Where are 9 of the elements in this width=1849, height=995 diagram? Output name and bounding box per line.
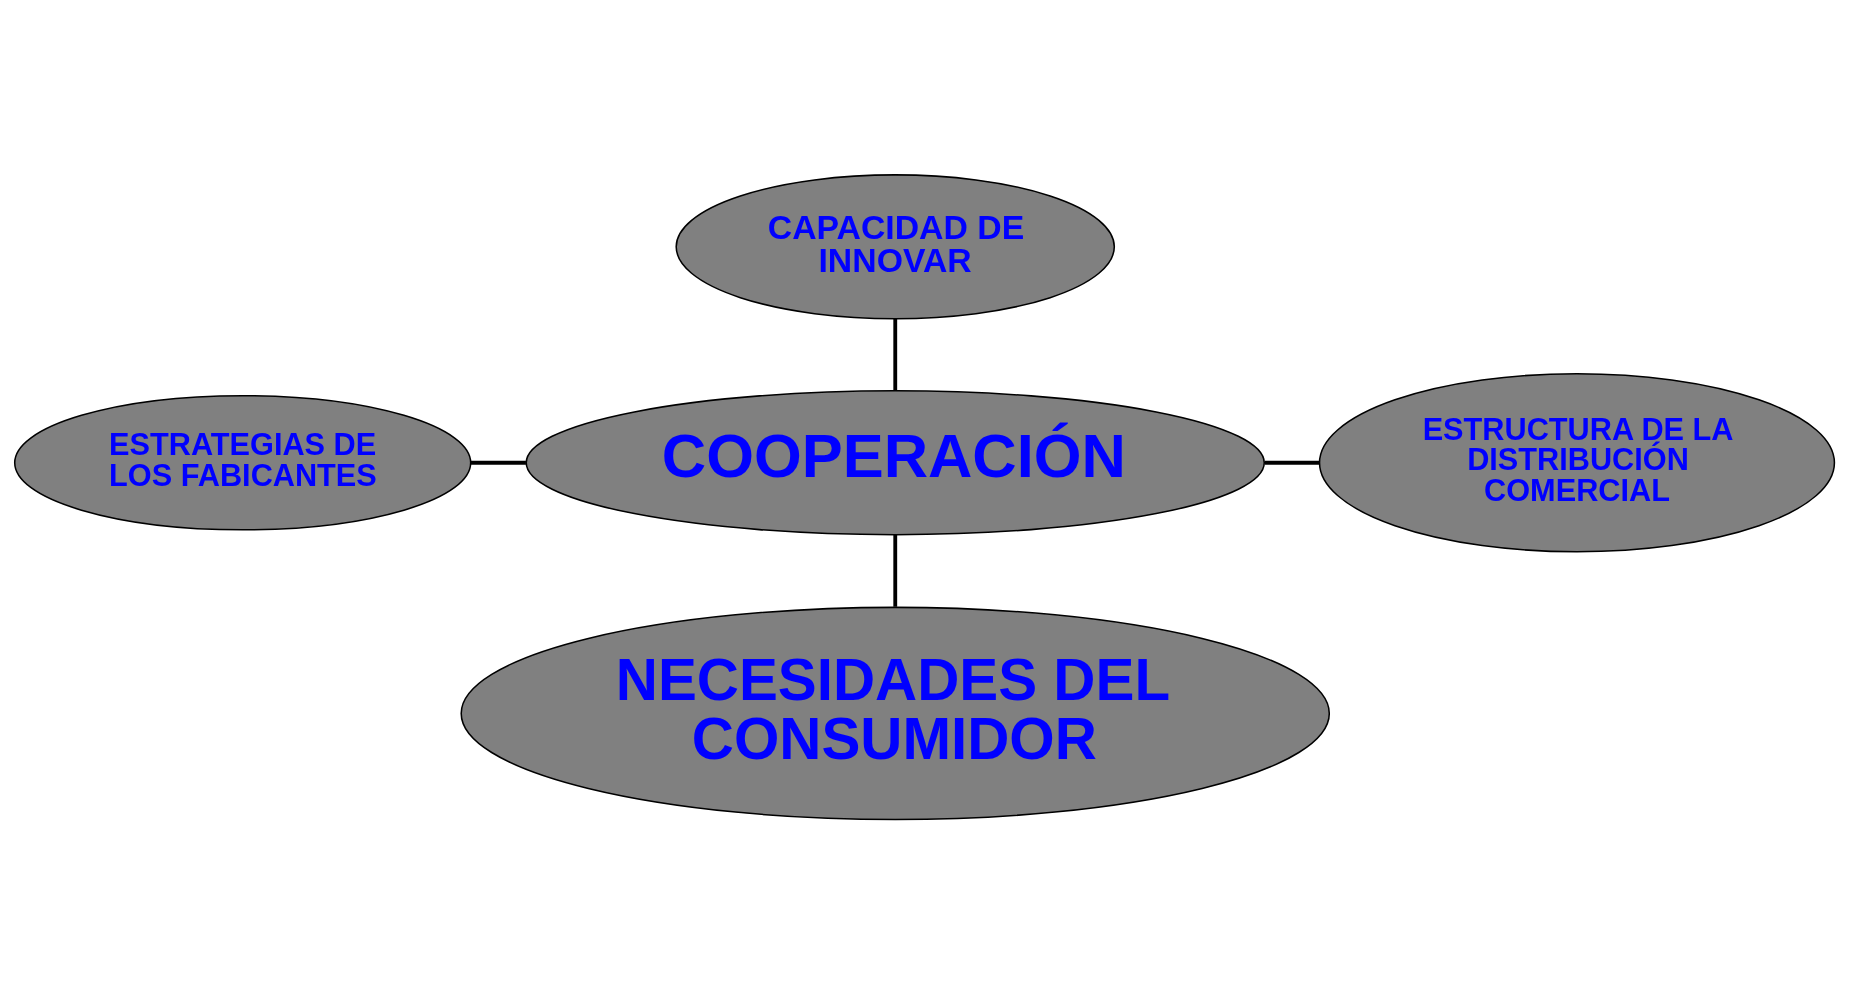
connector bbox=[893, 534, 898, 607]
connector bbox=[470, 460, 526, 465]
node-ellipse: ESTRATEGIAS DE LOS FABICANTES bbox=[13, 394, 472, 531]
connector bbox=[1264, 460, 1320, 465]
node-ellipse: CAPACIDAD DE INNOVAR bbox=[675, 174, 1116, 320]
connector bbox=[893, 318, 898, 391]
node-ellipse: ESTRUCTURA DE LA DISTRIBUCIÓN COMERCIAL bbox=[1318, 373, 1836, 553]
node-ellipse: COOPERACIÓN bbox=[525, 390, 1265, 536]
node-ellipse: NECESIDADES DEL CONSUMIDOR bbox=[460, 606, 1331, 821]
